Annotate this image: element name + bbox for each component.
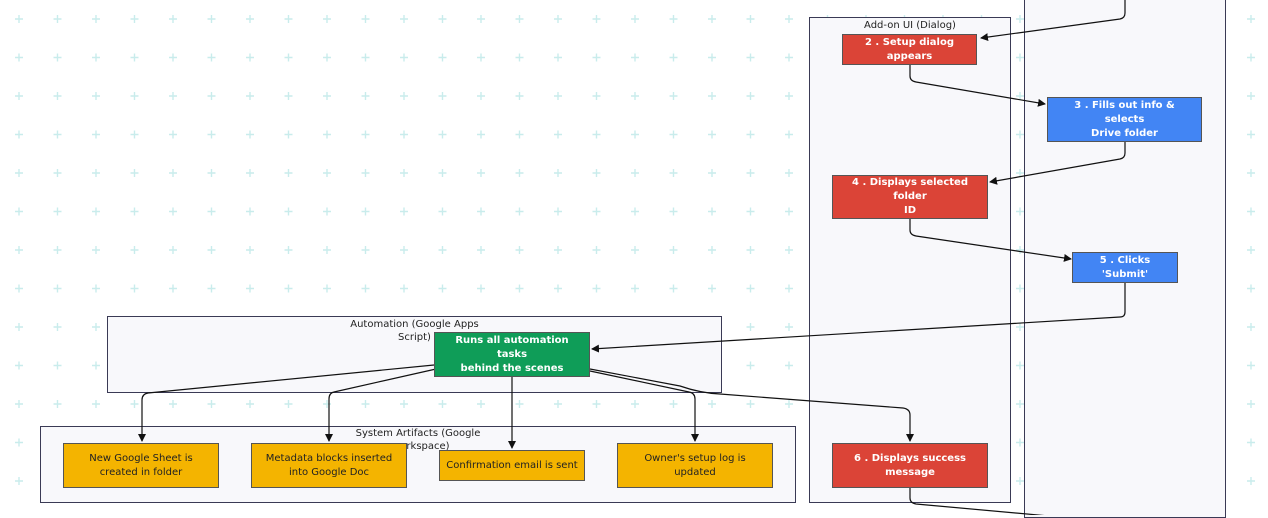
edge-step6-onward xyxy=(909,488,1045,515)
edge-4-to-5 xyxy=(909,219,1072,262)
setup-dialog-label: 2 . Setup dialog appears xyxy=(864,36,955,62)
edge-3-to-4 xyxy=(989,142,1126,185)
artifacts-title-line2: rkspace) xyxy=(406,441,450,452)
success-label-line2: message xyxy=(885,466,935,478)
edge-automation-to-sheet xyxy=(138,364,435,442)
edge-automation-to-doc xyxy=(325,368,437,442)
email-label: Confirmation email is sent xyxy=(446,459,578,471)
fill-info-label-line1: 3 . Fills out info & selects xyxy=(1074,99,1175,125)
email-sent-node: Confirmation email is sent xyxy=(439,450,585,481)
edge-5-to-automation xyxy=(591,283,1126,353)
success-label-line1: 6 . Displays success xyxy=(854,452,966,464)
fill-info-label-line2: Drive folder xyxy=(1091,127,1158,139)
log-label-line2: updated xyxy=(674,466,716,478)
sheet-label-line2: created in folder xyxy=(99,466,183,478)
edge-2-to-3 xyxy=(909,65,1046,107)
success-message-node: 6 . Displays success message xyxy=(832,443,988,488)
automation-cluster: Automation (Google Apps Script) xyxy=(107,316,722,393)
edge-1-to-2 xyxy=(980,0,1126,42)
folder-id-node: 4 . Displays selected folder ID xyxy=(832,175,988,219)
sheet-created-node: New Google Sheet is created in folder xyxy=(63,443,219,488)
doc-label-line1: Metadata blocks inserted xyxy=(265,452,393,464)
automation-title-line2: Script) xyxy=(398,332,431,343)
edge-automation-to-log xyxy=(589,370,699,442)
folder-id-label-line1: 4 . Displays selected folder xyxy=(852,177,968,202)
automation-title: Automation (Google Apps Script) xyxy=(108,318,721,344)
sheet-label-line1: New Google Sheet is xyxy=(89,452,193,464)
metadata-inserted-node: Metadata blocks inserted into Google Doc xyxy=(251,443,407,488)
automation-label-line1: Runs all automation tasks xyxy=(455,334,569,360)
automation-node: Runs all automation tasks behind the sce… xyxy=(434,332,590,377)
setup-dialog-node: 2 . Setup dialog appears xyxy=(842,34,977,65)
log-label-line1: Owner's setup log is xyxy=(644,452,746,464)
setup-log-node: Owner's setup log is updated xyxy=(617,443,773,488)
artifacts-title: System Artifacts (Google rkspace) xyxy=(41,427,795,453)
automation-title-line1: Automation (Google Apps xyxy=(350,319,479,330)
submit-label: 5 . Clicks 'Submit' xyxy=(1099,254,1151,280)
automation-label-line2: behind the scenes xyxy=(460,362,564,374)
edge-automation-to-step6 xyxy=(589,368,914,442)
artifacts-title-line1: System Artifacts (Google xyxy=(355,428,481,439)
submit-node: 5 . Clicks 'Submit' xyxy=(1072,252,1178,283)
folder-id-label-line2: ID xyxy=(903,205,917,216)
fill-info-node: 3 . Fills out info & selects Drive folde… xyxy=(1047,97,1202,142)
doc-label-line2: into Google Doc xyxy=(288,466,370,478)
addon-ui-title: Add-on UI (Dialog) xyxy=(864,20,956,31)
